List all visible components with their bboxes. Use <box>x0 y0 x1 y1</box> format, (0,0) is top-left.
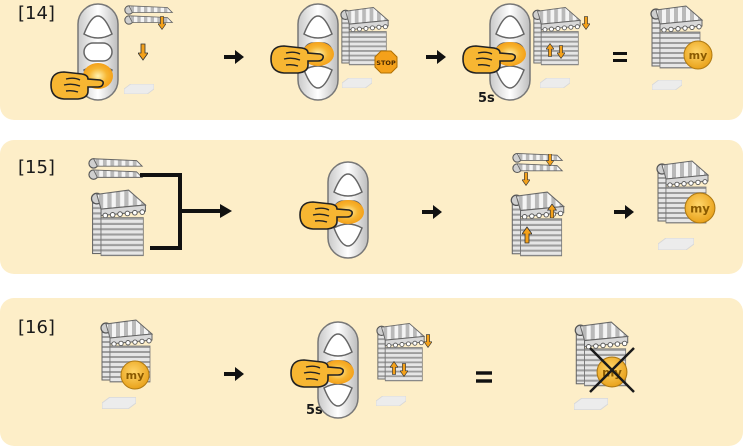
step-14-label: [14] <box>18 3 55 24</box>
step-16-label: [16] <box>18 317 55 338</box>
window-sill-icon <box>540 78 570 88</box>
equals-icon <box>613 52 627 62</box>
my-badge-icon <box>684 192 716 224</box>
my-badge-icon <box>120 360 150 390</box>
arrow-right-icon <box>426 50 446 64</box>
arrow-right-icon <box>224 50 244 64</box>
cancel-cross-icon <box>589 347 635 393</box>
stop-badge-icon <box>374 50 398 74</box>
hold-time-label-14: 5s <box>478 91 495 106</box>
window-sill-icon <box>574 398 608 410</box>
window-sill-icon <box>376 396 406 406</box>
equals-icon <box>476 371 492 383</box>
awning-icon <box>90 189 147 257</box>
window-sill-icon <box>124 84 154 94</box>
arrow-right-icon <box>614 205 634 219</box>
my-badge-icon <box>596 356 628 388</box>
awning-icon <box>88 158 143 180</box>
step-14-diagram <box>50 3 713 101</box>
awning-icon <box>376 322 432 382</box>
hold-time-label-16: 5s <box>306 403 323 418</box>
step-15-label: [15] <box>18 157 55 178</box>
window-sill-icon <box>342 78 372 88</box>
window-sill-icon <box>652 80 682 90</box>
my-badge-icon <box>683 40 713 70</box>
arrow-right-icon <box>224 367 244 381</box>
bracket-connector <box>140 173 222 250</box>
arrow-right-icon <box>422 205 442 219</box>
window-sill-icon <box>658 238 694 250</box>
awning-icon <box>512 152 563 186</box>
awning-icon <box>124 5 173 61</box>
awning-icon <box>510 191 565 257</box>
awning-icon <box>532 6 590 66</box>
arrow-right-icon <box>220 204 232 218</box>
window-sill-icon <box>102 397 136 409</box>
step-15-diagram <box>88 152 716 259</box>
step-16-diagram <box>100 319 635 419</box>
